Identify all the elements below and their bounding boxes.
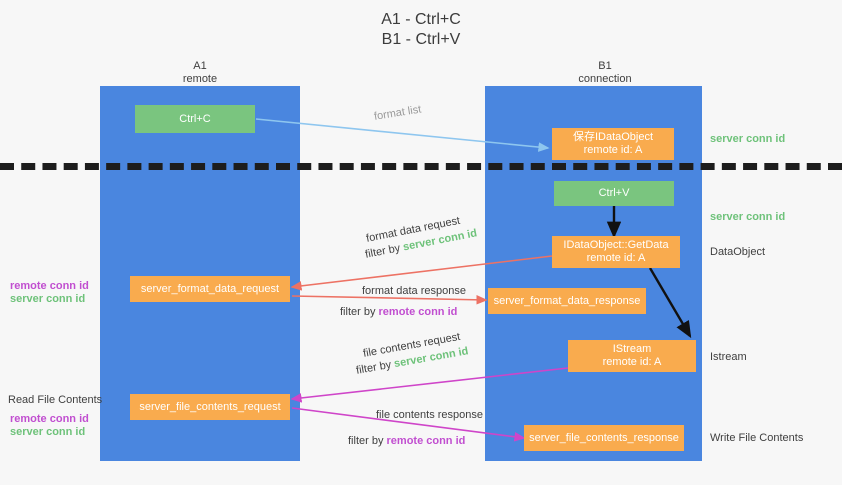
annotation-write-file-contents: Write File Contents xyxy=(710,431,803,445)
edge-label-format-list: format list xyxy=(373,103,422,124)
filter-key-remote-conn-id: remote conn id xyxy=(386,435,466,447)
edge-label-format-data-response-filter: filter by remote conn id xyxy=(340,305,457,319)
column-b1-name: B1 xyxy=(598,60,612,72)
filter-prefix: filter by xyxy=(340,306,379,318)
box-server-format-data-request-label: server_format_data_request xyxy=(140,282,280,295)
column-a1-name: A1 xyxy=(193,60,207,72)
annotation-server-conn-id-top: server conn id xyxy=(710,132,785,146)
title-line-1: A1 - Ctrl+C xyxy=(381,11,461,28)
annotation-write-file-contents-text: Write File Contents xyxy=(710,432,804,444)
box-ctrl-c-label: Ctrl+C xyxy=(179,112,211,125)
annotation-left-server-conn-id-1-text: server conn id xyxy=(10,293,86,305)
edge-label-format-data-response-text: format data response xyxy=(362,285,466,297)
edge-label-file-contents-response-filter: filter by remote conn id xyxy=(348,434,465,448)
page-title: A1 - Ctrl+C B1 - Ctrl+V xyxy=(0,10,842,50)
phase-divider xyxy=(0,163,842,170)
box-idataobject-getdata-line2: remote id: A xyxy=(586,252,646,264)
box-ctrl-v-label: Ctrl+V xyxy=(598,187,630,199)
box-server-format-data-response[interactable]: server_format_data_response xyxy=(488,288,646,314)
annotation-left-server-conn-id-2-text: server conn id xyxy=(10,426,86,438)
box-istream-line2: remote id: A xyxy=(602,356,662,368)
column-header-b1: B1 connection xyxy=(525,60,685,86)
box-server-file-contents-response[interactable]: server_file_contents_response xyxy=(524,425,684,451)
box-server-file-contents-request[interactable]: server_file_contents_request xyxy=(130,394,290,420)
filter-key-remote-conn-id: remote conn id xyxy=(378,306,458,318)
annotation-istream: Istream xyxy=(710,350,747,364)
column-header-a1: A1 remote xyxy=(120,60,280,86)
box-save-idataobject-line2: remote id: A xyxy=(583,144,643,156)
box-ctrl-v[interactable]: Ctrl+V xyxy=(554,181,674,206)
box-idataobject-getdata[interactable]: IDataObject::GetData remote id: A xyxy=(552,236,680,268)
box-istream[interactable]: IStream remote id: A xyxy=(568,340,696,372)
annotation-server-conn-id-top-text: server conn id xyxy=(710,133,786,145)
filter-prefix: filter by xyxy=(355,358,396,377)
filter-prefix: filter by xyxy=(348,435,387,447)
box-ctrl-c[interactable]: Ctrl+C xyxy=(135,105,255,133)
box-istream-line1: IStream xyxy=(612,343,652,355)
annotation-server-conn-id-mid: server conn id xyxy=(710,210,785,224)
annotation-left-remote-conn-id-2-text: remote conn id xyxy=(10,413,89,425)
edge-label-format-list-text: format list xyxy=(373,103,423,123)
annotation-dataobject-text: DataObject xyxy=(710,246,766,258)
edge-label-format-data-response: format data response xyxy=(362,284,466,298)
box-server-format-data-request[interactable]: server_format_data_request xyxy=(130,276,290,302)
annotation-istream-text: Istream xyxy=(710,351,747,363)
annotation-left-remote-conn-id-1-text: remote conn id xyxy=(10,280,89,292)
box-save-idataobject-line1: 保存IDataObject xyxy=(572,131,654,143)
edge-label-file-contents-response-text: file contents response xyxy=(376,409,484,421)
annotation-left-server-conn-id-1: server conn id xyxy=(10,292,85,306)
box-server-file-contents-request-label: server_file_contents_request xyxy=(139,400,281,413)
box-server-file-contents-response-label: server_file_contents_response xyxy=(529,431,679,444)
annotation-read-file-contents: Read File Contents xyxy=(8,393,102,407)
annotation-server-conn-id-mid-text: server conn id xyxy=(710,211,786,223)
box-server-format-data-response-label: server_format_data_response xyxy=(493,294,641,307)
box-idataobject-getdata-line1: IDataObject::GetData xyxy=(563,239,669,251)
annotation-read-file-contents-text: Read File Contents xyxy=(8,394,103,406)
edge-label-file-contents-response: file contents response xyxy=(376,408,483,422)
annotation-left-remote-conn-id-1: remote conn id xyxy=(10,279,89,293)
title-line-2: B1 - Ctrl+V xyxy=(381,31,461,48)
annotation-dataobject: DataObject xyxy=(710,245,765,259)
column-b1-sub: connection xyxy=(578,73,632,85)
annotation-left-remote-conn-id-2: remote conn id xyxy=(10,412,89,426)
annotation-left-server-conn-id-2: server conn id xyxy=(10,425,85,439)
box-save-idataobject[interactable]: 保存IDataObject remote id: A xyxy=(552,128,674,160)
column-a1-sub: remote xyxy=(182,73,218,85)
